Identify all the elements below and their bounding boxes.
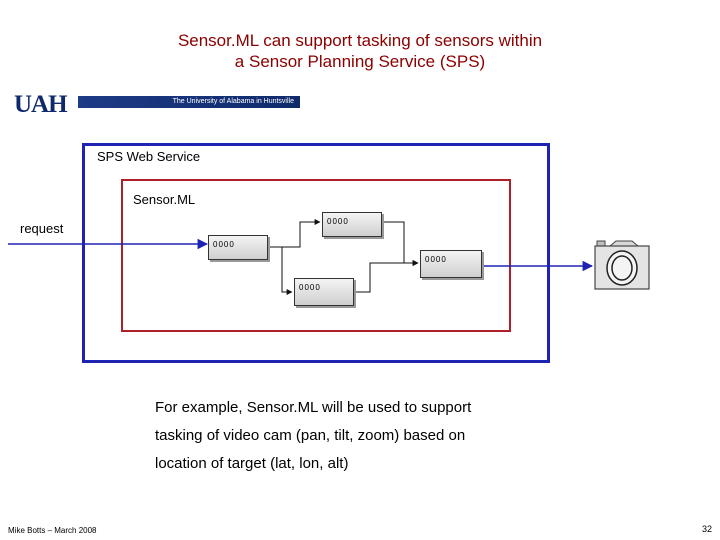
request-label: request [20, 221, 64, 236]
sps-web-service-box [82, 143, 550, 363]
sps-web-service-label: SPS Web Service [97, 149, 201, 164]
logo-letters: UAH [14, 91, 68, 118]
caption-text: For example, Sensor.ML will be used to s… [155, 394, 575, 478]
sensorml-label: Sensor.ML [133, 192, 196, 207]
uah-logo: UAH The University of Alabama in Huntsvi… [12, 91, 300, 118]
process-box-2: 0000 [322, 212, 382, 237]
sensorml-box [121, 179, 511, 332]
page-number: 32 [701, 524, 712, 534]
slide-title: Sensor.ML can support tasking of sensors… [0, 30, 720, 72]
footer-author: Mike Botts – March 2008 [8, 526, 97, 535]
connector-p1-to-p2 [268, 219, 321, 248]
connector-p2-to-p4 [382, 221, 419, 266]
logo-tagline: The University of Alabama in Huntsville [172, 98, 294, 105]
process-box-3: 0000 [294, 278, 354, 306]
process-box-4: 0000 [420, 250, 482, 278]
video-camera-icon [594, 240, 650, 290]
slide-title-line-2: a Sensor Planning Service (SPS) [234, 52, 486, 71]
logo-bar: The University of Alabama in Huntsville [78, 96, 300, 108]
caption-line-1: For example, Sensor.ML will be used to s… [155, 399, 472, 416]
caption-line-3: location of target (lat, lon, alt) [155, 455, 349, 472]
slide-title-line-1: Sensor.ML can support tasking of sensors… [177, 31, 543, 50]
connector-p1-to-p3 [268, 246, 293, 295]
caption-line-2: tasking of video cam (pan, tilt, zoom) b… [155, 427, 466, 444]
process-box-1: 0000 [208, 235, 268, 260]
connector-p3-to-p4 [354, 260, 419, 293]
